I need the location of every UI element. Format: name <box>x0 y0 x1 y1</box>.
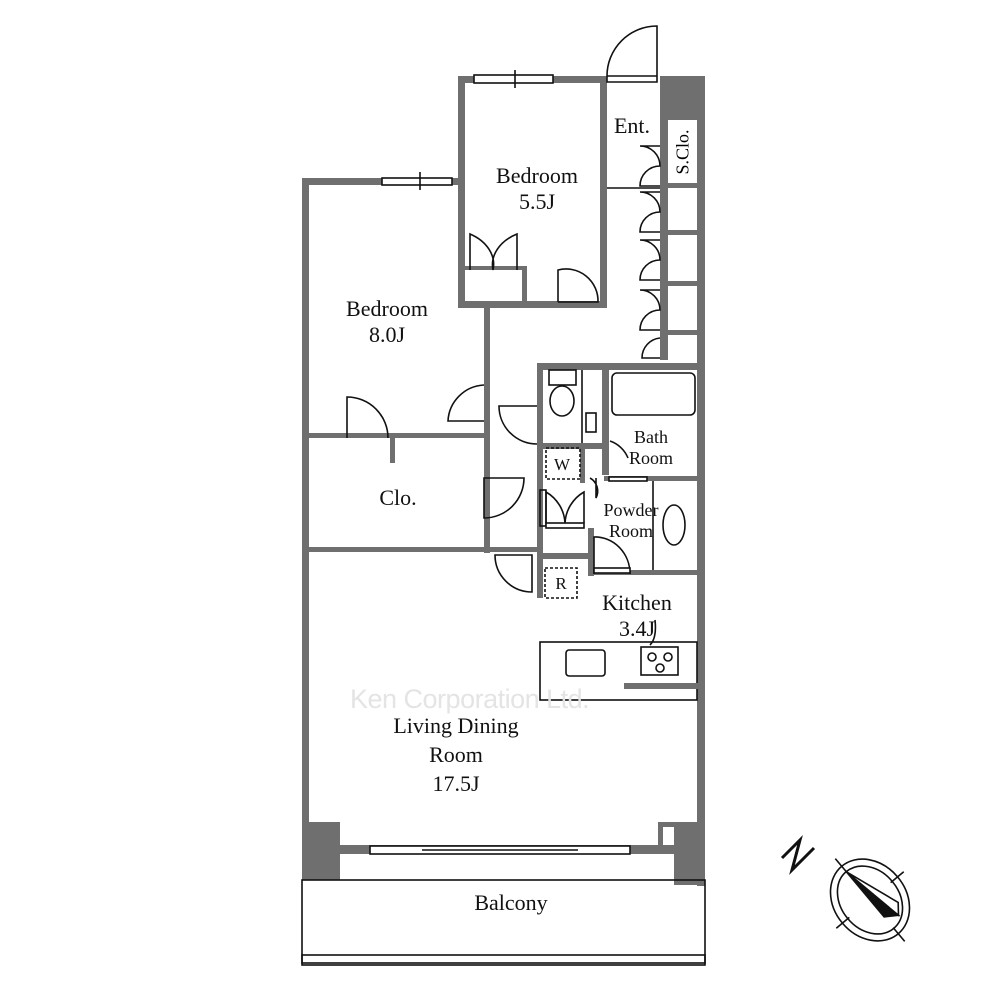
washer-label: W <box>553 455 571 474</box>
label-line: Room <box>429 742 483 767</box>
line-work <box>301 25 706 966</box>
room-size: 5.5J <box>518 189 556 214</box>
kitchen-label: Kitchen 3.4J <box>602 590 672 642</box>
entrance-label: Ent. <box>613 113 651 138</box>
room-size: 17.5J <box>432 771 480 796</box>
label-line: Powder <box>603 500 659 520</box>
bedroom-small-label: Bedroom 5.5J <box>496 163 578 215</box>
room-size: 3.4J <box>618 616 656 641</box>
bath-room-label: Bath Room <box>629 427 673 469</box>
powder-room-label: Powder Room <box>604 500 659 542</box>
room-name: Bedroom <box>496 163 578 188</box>
balcony-label: Balcony <box>474 890 548 915</box>
bedroom-large-label: Bedroom 8.0J <box>346 296 428 348</box>
label-line: Bath <box>633 427 668 447</box>
living-room-label: Living Dining Room 17.5J <box>393 711 518 798</box>
room-name: Kitchen <box>602 590 672 615</box>
fridge-label: R <box>555 574 567 593</box>
closet-label: Clo. <box>379 485 417 510</box>
label-line: Room <box>608 521 653 541</box>
closet-doors <box>607 145 661 359</box>
watermark: Ken Corporation Ltd. <box>350 684 590 714</box>
north-arrow-icon <box>780 834 816 876</box>
room-size: 8.0J <box>368 322 406 347</box>
label-line: Living Dining <box>393 713 519 738</box>
counter-bar <box>624 683 700 689</box>
label-line: Room <box>628 448 674 468</box>
shoe-closet-label: S.Clo. <box>672 129 693 175</box>
room-name: Bedroom <box>346 296 428 321</box>
compass-icon <box>829 858 911 942</box>
